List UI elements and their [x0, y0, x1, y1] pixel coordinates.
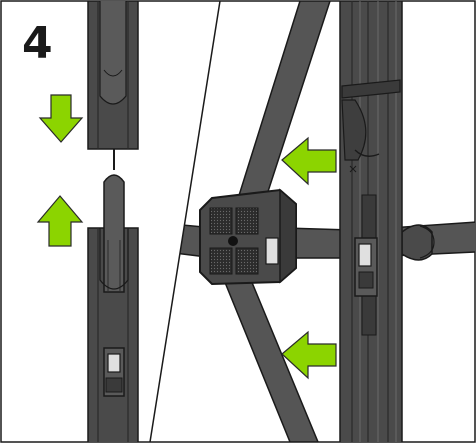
connector-tab: [265, 237, 279, 265]
arrow-left-icon: [281, 136, 337, 186]
right-panel: [150, 1, 475, 442]
crossbar-cap: [401, 224, 433, 261]
strap-loop: [341, 99, 367, 161]
step-number: 4: [22, 18, 53, 69]
connector-pad-1: [209, 207, 233, 235]
upper-pole-socket: [99, 1, 127, 105]
panel-divider: [149, 0, 221, 443]
arrow-left-icon: [281, 330, 337, 380]
connector-pad-4: [235, 247, 259, 275]
connector-hole: [228, 236, 238, 246]
arrow-up-icon: [36, 195, 84, 247]
arrow-down-icon: [38, 94, 84, 143]
connector-pad-2: [235, 207, 259, 235]
connector-pad-3: [209, 247, 233, 275]
left-panel: [87, 1, 139, 442]
clip-window: [358, 243, 372, 267]
pole-strap: [341, 79, 401, 99]
pole-spigot: [103, 174, 125, 293]
